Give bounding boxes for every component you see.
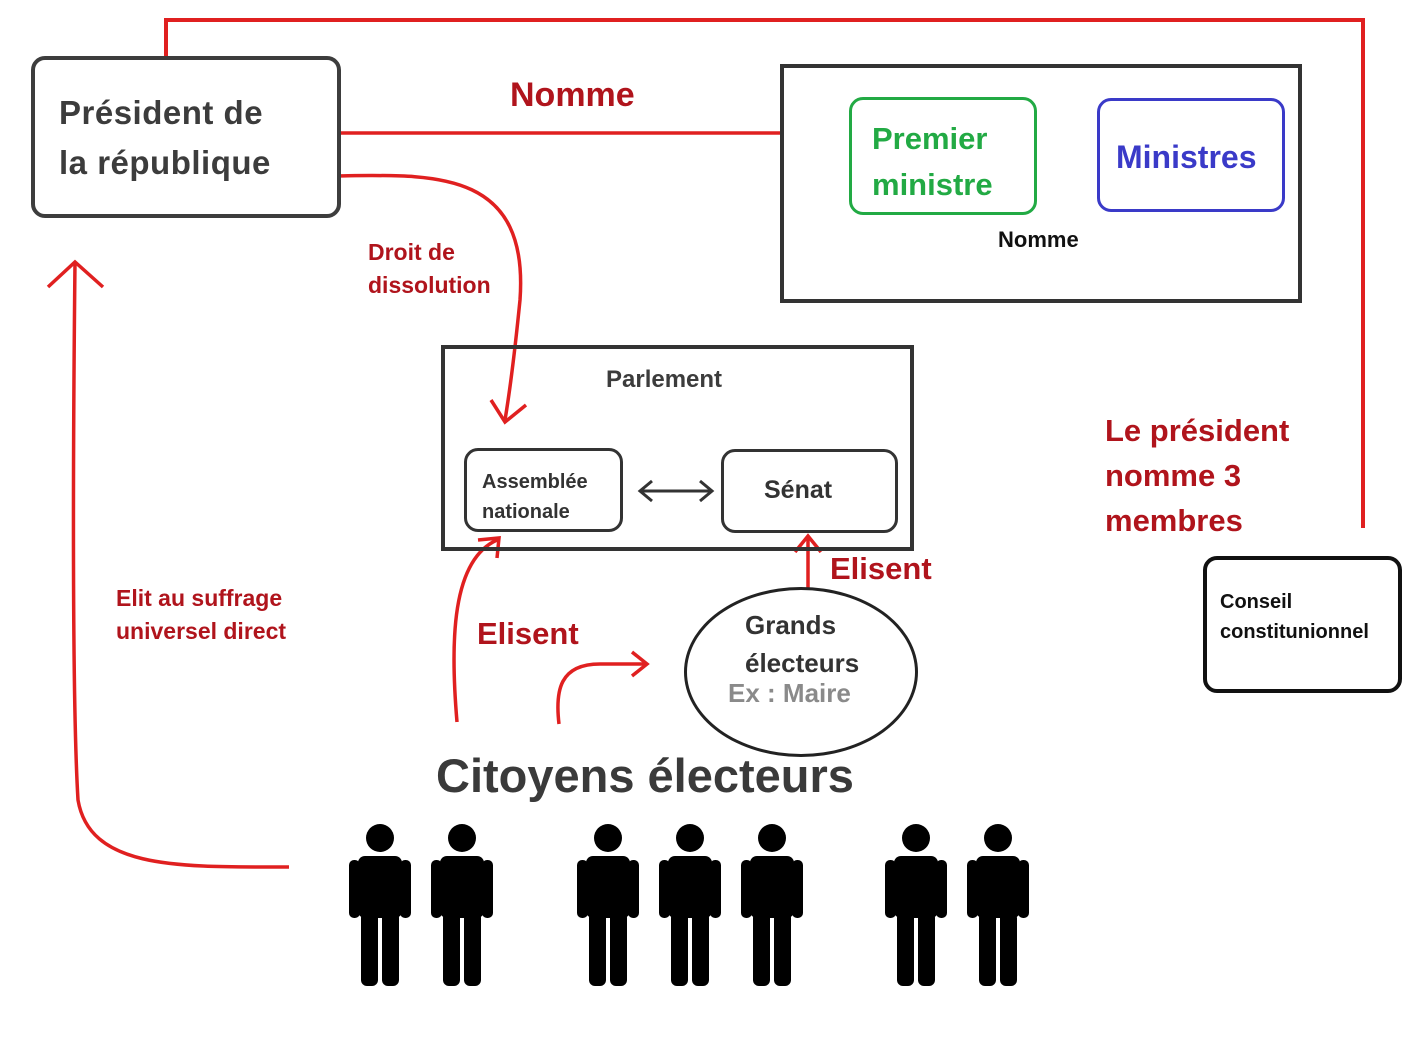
grands-line2: électeurs [745,648,860,678]
citoyens-title: Citoyens électeurs [436,749,854,802]
suffrage-line2: universel direct [116,618,287,644]
grands-electeurs-ellipse: Grands électeurs Ex : Maire [684,587,918,757]
person-icon [348,822,412,988]
person-icon [966,822,1030,988]
ministres-label: Ministres [1116,139,1257,175]
parlement-title: Parlement [606,366,723,393]
president-line1: Président de [59,94,264,131]
dissolution-arrow [319,173,523,421]
cc-line1: Le président [1105,413,1290,448]
conseil-label: Conseil constitunionnel [1220,587,1369,647]
senat-box: Sénat [721,449,898,533]
person-icon [430,822,494,988]
premier-ministre-box: Premier ministre [849,97,1037,215]
grands-line1: Grands [745,610,837,640]
president-to-conseil-line [164,18,1365,528]
pm-line1: Premier [872,121,988,156]
parlement-box [441,345,914,551]
elisent-grands-arrow [556,662,646,725]
person-icon [576,822,640,988]
suffrage-label: Elit au suffrage universel direct [116,582,286,648]
premier-ministre-label: Premier ministre [872,116,993,208]
senat-label: Sénat [764,476,833,504]
person-icon [884,822,948,988]
assemblee-label: Assemblée nationale [482,467,588,527]
elisent-senat-label: Elisent [830,551,932,586]
nomme-label: Nomme [510,76,635,114]
assemblee-line1: Assemblée [482,471,588,493]
grands-electeurs-label: Grands électeurs [745,606,859,682]
suffrage-line1: Elit au suffrage [116,585,283,611]
person-icon [658,822,722,988]
cc-line2: nomme 3 [1105,458,1242,493]
pm-line2: ministre [872,167,993,202]
president-label: Président de la république [59,88,271,188]
president-line2: la république [59,144,271,181]
dissolution-line1: Droit de [368,239,455,265]
dissolution-arrowhead [489,399,528,425]
conseil-constitutionnel-box: Conseil constitunionnel [1203,556,1402,693]
conseil-line1: Conseil [1220,591,1293,613]
conseil-line2: constitunionnel [1220,621,1369,643]
elisent-citoyens-label: Elisent [477,616,579,651]
ministres-box: Ministres [1097,98,1285,212]
assemblee-line2: nationale [482,501,570,523]
grands-electeurs-example: Ex : Maire [728,678,851,708]
person-icon [740,822,804,988]
dissolution-line2: dissolution [368,272,491,298]
elit-president-arrow [71,261,290,869]
cc-nomination-label: Le président nomme 3 membres [1105,408,1289,543]
assemblee-nationale-box: Assemblée nationale [464,448,623,532]
pm-nomme-label: Nomme [998,227,1079,252]
dissolution-label: Droit de dissolution [368,236,491,302]
cc-line3: membres [1105,503,1243,538]
president-box: Président de la république [31,56,341,218]
